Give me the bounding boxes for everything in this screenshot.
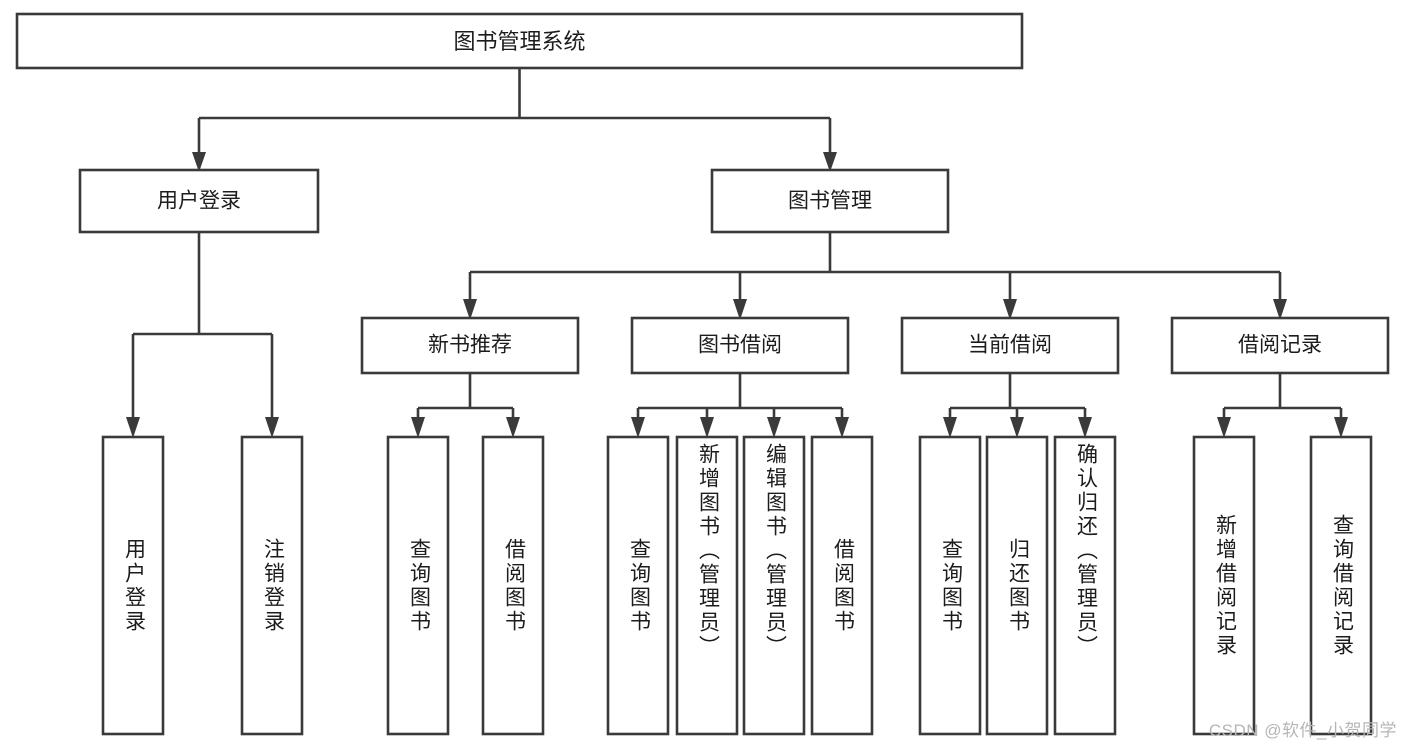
- node-new-book-recommend[interactable]: 新书推荐: [360, 316, 580, 375]
- connector-book-borrow-to-leaves: [631, 373, 849, 438]
- connector-new-book-recommend-to-leaves: [411, 373, 520, 438]
- node-root-label: 图书管理系统: [453, 29, 585, 54]
- node-current-borrow-label: 当前借阅: [968, 334, 1052, 357]
- node-borrow-record[interactable]: 借阅记录: [1170, 316, 1390, 375]
- node-book-borrow-label: 图书借阅: [698, 334, 782, 357]
- node-book-management[interactable]: 图书管理: [710, 168, 950, 234]
- node-root[interactable]: 图书管理系统: [15, 12, 1024, 70]
- watermark-text: CSDN @软件_小贺同学: [1208, 721, 1397, 740]
- leaf-box-borrow-book-2[interactable]: [810, 435, 874, 736]
- leaf-box-query-record[interactable]: [1309, 435, 1373, 736]
- connector-user-login-to-leaves: [126, 232, 279, 438]
- leaf-box-edit-book[interactable]: [742, 435, 806, 736]
- leaf-boxes: [101, 435, 1373, 736]
- leaf-box-query-book-1[interactable]: [386, 435, 450, 736]
- leaf-box-add-book[interactable]: [675, 435, 739, 736]
- leaf-box-query-book-2[interactable]: [606, 435, 670, 736]
- node-borrow-record-label: 借阅记录: [1238, 334, 1322, 357]
- node-current-borrow[interactable]: 当前借阅: [900, 316, 1120, 375]
- connector-current-borrow-to-leaves: [943, 373, 1092, 438]
- connector-borrow-record-to-leaves: [1217, 373, 1348, 438]
- leaf-box-return-book[interactable]: [985, 435, 1049, 736]
- leaf-box-add-record[interactable]: [1192, 435, 1256, 736]
- leaf-box-user-logout[interactable]: [240, 435, 304, 736]
- connector-book-management-to-level2: [463, 232, 1287, 320]
- leaf-box-borrow-book-1[interactable]: [481, 435, 545, 736]
- node-user-login-label: 用户登录: [157, 190, 241, 213]
- node-new-book-recommend-label: 新书推荐: [428, 334, 512, 357]
- connector-root-to-level1: [192, 68, 837, 172]
- leaf-box-query-book-3[interactable]: [918, 435, 982, 736]
- node-book-management-label: 图书管理: [788, 190, 872, 213]
- leaf-box-confirm-return[interactable]: [1053, 435, 1117, 736]
- node-book-borrow[interactable]: 图书借阅: [630, 316, 850, 375]
- node-user-login[interactable]: 用户登录: [78, 168, 320, 234]
- leaf-box-user-login[interactable]: [101, 435, 165, 736]
